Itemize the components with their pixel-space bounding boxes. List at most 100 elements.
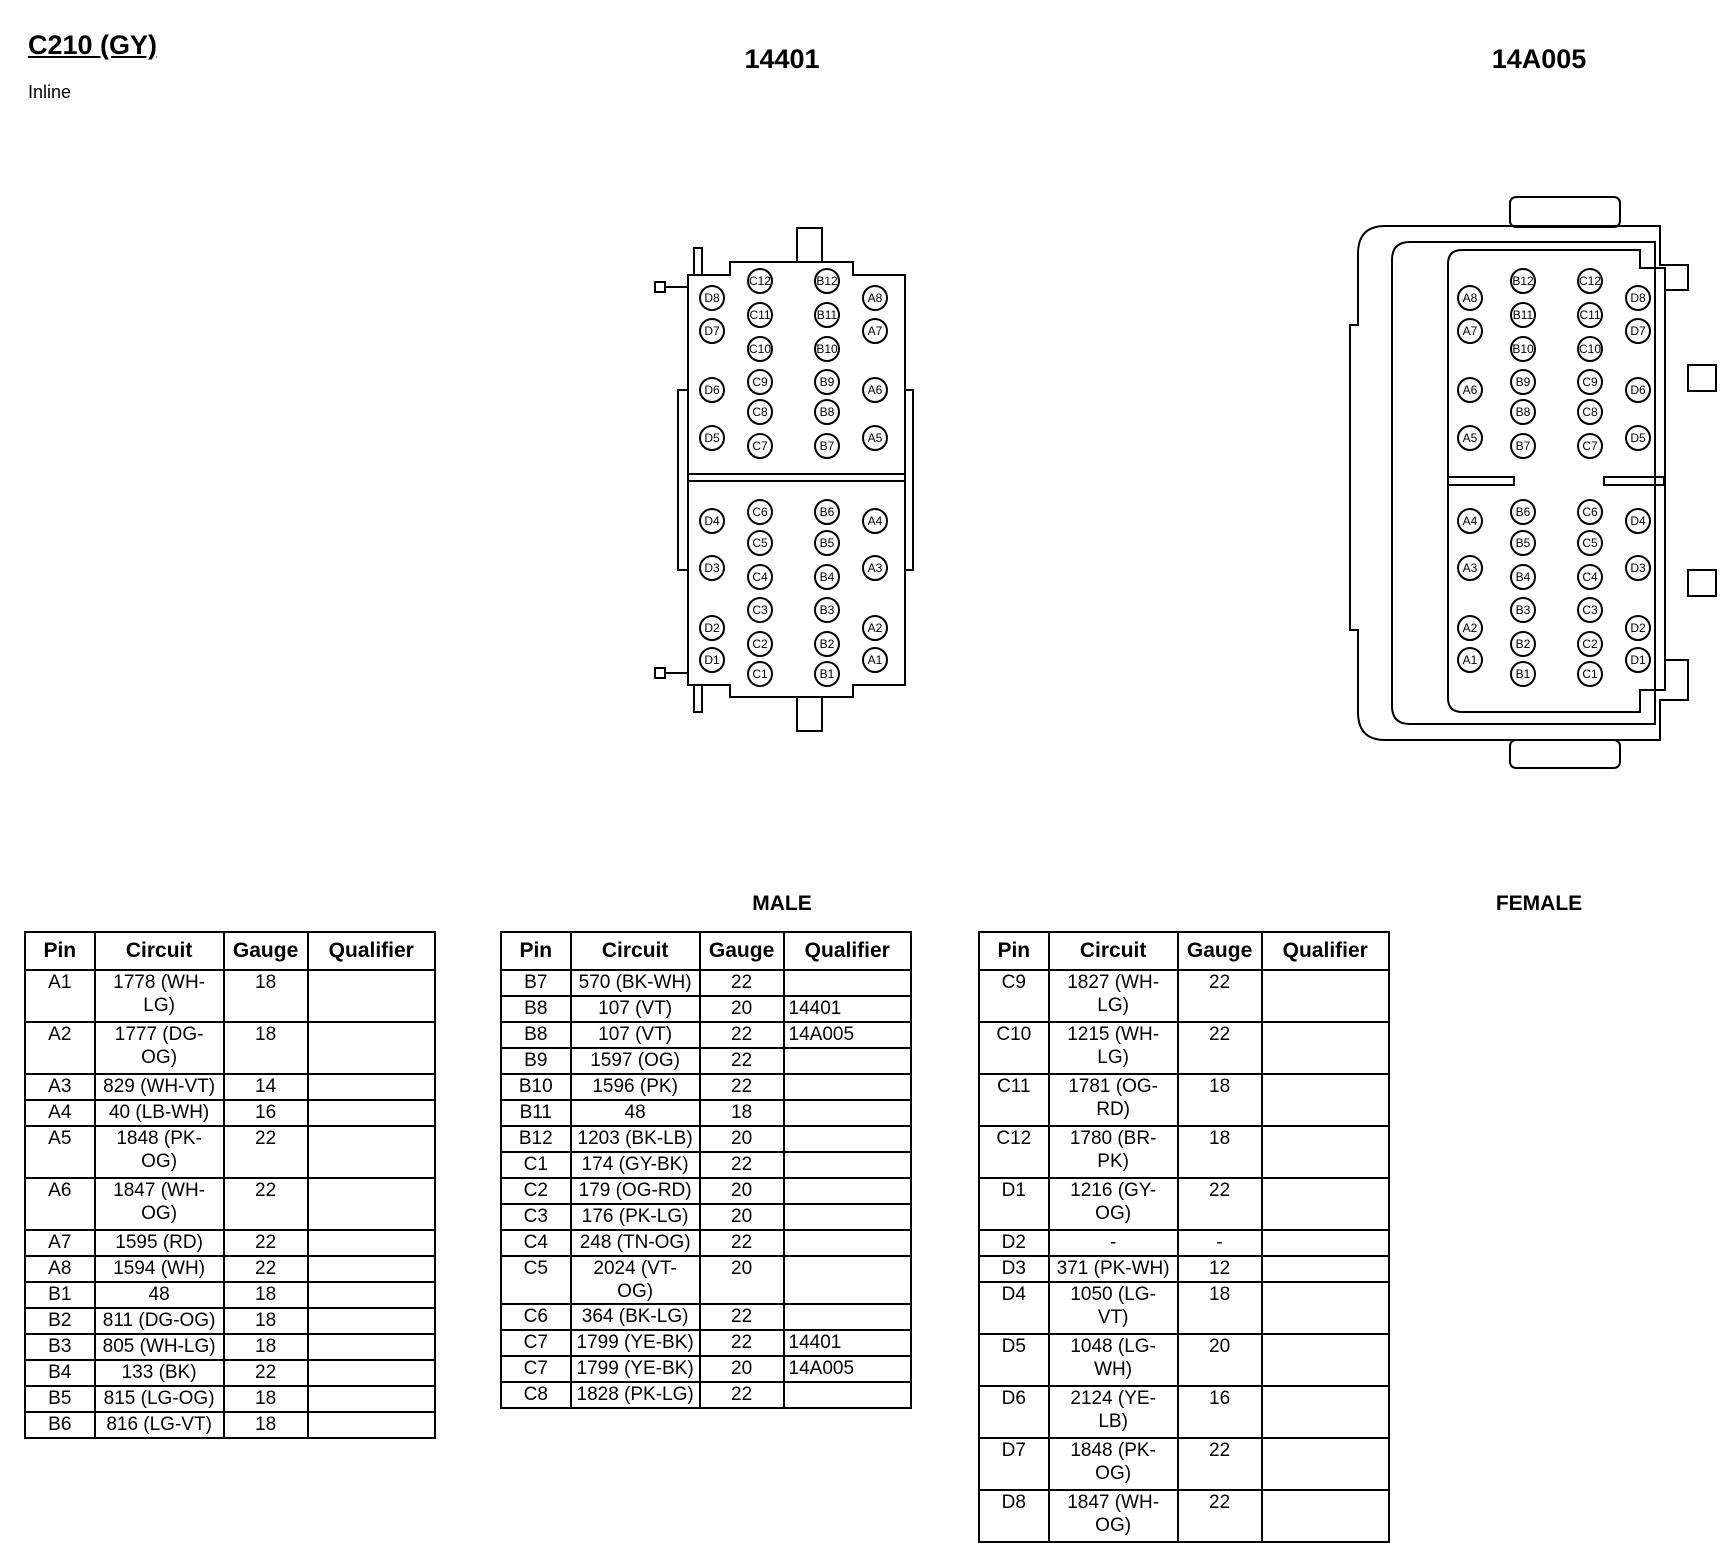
cell-gauge: 20 [1176,1333,1263,1387]
pin-circle [747,369,773,395]
cell-pin: C11 [978,1073,1050,1127]
pin-circle [1625,377,1651,403]
pin-label: C6 [752,505,768,519]
cell-gauge: 22 [698,1047,785,1075]
pin-label: C11 [1579,308,1600,322]
pin-circle [747,499,773,525]
cell-circuit: 1597 (OG) [569,1047,701,1075]
cell-gauge: 18 [222,1411,309,1439]
cell-pin: A6 [24,1177,96,1231]
pin-label: B10 [1512,342,1534,356]
cell-qualifier [1260,1073,1391,1127]
cell-qualifier [306,1021,437,1075]
cell-circuit: 1781 (OG-RD) [1047,1073,1179,1127]
cell-gauge: 20 [698,1255,785,1305]
pin-circle [747,268,773,294]
cell-circuit: 1828 (PK-LG) [569,1381,701,1409]
pin-label: D1 [1630,653,1646,667]
pin-circle [862,508,888,534]
pin-circle [1457,425,1483,451]
cell-gauge: 18 [1176,1073,1263,1127]
pin-circle [1625,508,1651,534]
pin-label: B11 [1513,308,1534,322]
cell-circuit: 1777 (DG-OG) [93,1021,225,1075]
pin-label: B4 [1516,570,1531,584]
header-gauge: Gauge [1176,931,1263,971]
pin-circle [1510,302,1536,328]
pin-label: C7 [752,439,768,453]
pin-circle [862,555,888,581]
cell-pin: B2 [24,1307,96,1335]
pin-label: B8 [820,405,835,419]
pin-circle [747,302,773,328]
pin-circle [1510,597,1536,623]
pin-circle [814,597,840,623]
cell-pin: B5 [24,1385,96,1413]
pin-label: A4 [868,514,883,528]
cell-pin: B3 [24,1333,96,1361]
cell-circuit: 1847 (WH-OG) [93,1177,225,1231]
pin-label: A7 [868,324,883,338]
table-row: D2-- [978,1229,1391,1257]
pin-circle [814,433,840,459]
pin-label: A5 [1463,431,1478,445]
pin-circle [1625,555,1651,581]
cell-qualifier [306,969,437,1023]
pin-circle [747,661,773,687]
cell-circuit: 829 (WH-VT) [93,1073,225,1101]
pin-label: A4 [1463,514,1478,528]
cell-circuit: 107 (VT) [569,1021,701,1049]
cell-pin: C6 [500,1303,572,1331]
pin-label: B4 [820,570,835,584]
pin-label: A1 [1463,653,1478,667]
cell-qualifier [782,1203,913,1231]
cell-pin: B11 [500,1099,572,1127]
pin-label: C10 [749,342,771,356]
pin-label: D8 [1630,291,1646,305]
header-circuit: Circuit [569,931,701,971]
pin-circle [1457,508,1483,534]
pin-circle [1577,399,1603,425]
pin-label: D2 [704,621,720,635]
pin-circle [1510,564,1536,590]
pin-label: C2 [752,637,768,651]
pin-label: B2 [1516,637,1531,651]
pin-label: D1 [704,653,720,667]
pin-circle [747,564,773,590]
cell-circuit: 811 (DG-OG) [93,1307,225,1335]
cell-gauge: 18 [1176,1125,1263,1179]
pin-circle [1510,369,1536,395]
cell-circuit: 570 (BK-WH) [569,969,701,997]
cell-pin: C12 [978,1125,1050,1179]
male-connector-id: 14401 [744,44,820,74]
pin-circle [1577,631,1603,657]
cell-gauge: 22 [222,1125,309,1179]
pin-circle [1625,425,1651,451]
female-label: FEMALE [1495,892,1583,915]
pin-circle [862,377,888,403]
pin-label: C11 [749,308,770,322]
cell-circuit: 1595 (RD) [93,1229,225,1257]
cell-pin: A5 [24,1125,96,1179]
pin-label: D3 [1630,561,1646,575]
pin-label: C8 [1582,405,1598,419]
cell-circuit: 805 (WH-LG) [93,1333,225,1361]
cell-gauge: 22 [698,1073,785,1101]
cell-gauge: 22 [222,1229,309,1257]
header-circuit: Circuit [1047,931,1179,971]
pin-label: A2 [868,621,883,635]
cell-gauge: 22 [1176,1489,1263,1543]
cell-pin: C1 [500,1151,572,1179]
pin-label: D6 [1630,383,1646,397]
cell-pin: B1 [24,1281,96,1309]
cell-pin: B10 [500,1073,572,1101]
